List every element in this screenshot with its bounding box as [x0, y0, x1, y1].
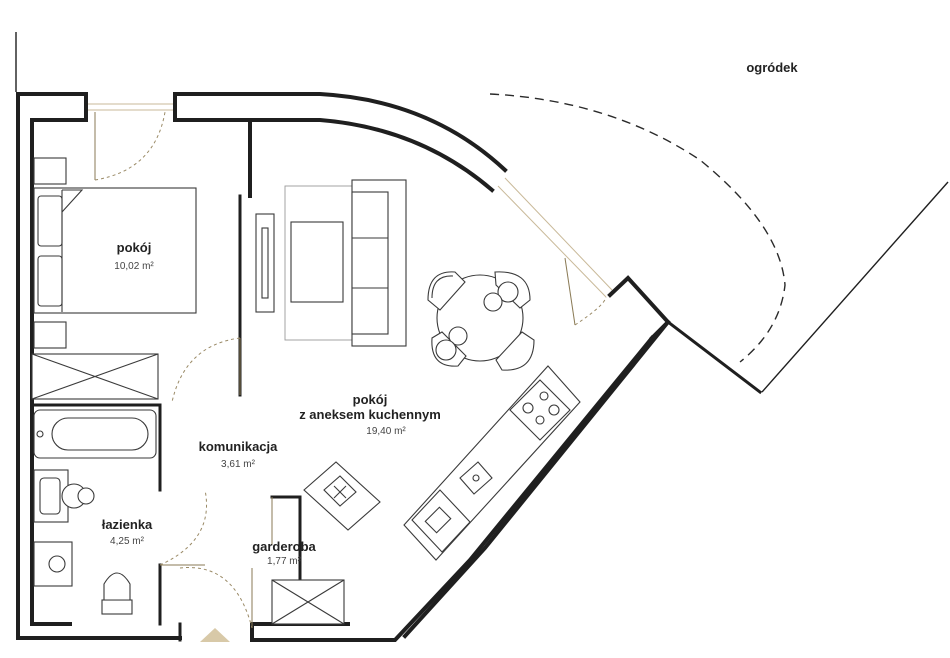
entrance-marker	[200, 628, 230, 642]
garden-boundary	[15, 32, 949, 393]
bed	[33, 187, 197, 314]
room-name-salon-line1: pokój	[353, 392, 388, 407]
room-name-pokoj: pokój	[117, 240, 152, 255]
room-name-komunikacja: komunikacja	[199, 439, 279, 454]
oven-controls	[459, 461, 493, 495]
nightstand-bottom	[33, 321, 67, 349]
tv-unit	[255, 213, 275, 313]
cooktop	[509, 379, 571, 441]
toilet	[101, 572, 133, 615]
washbasin	[33, 469, 95, 523]
room-name-salon-line2: z aneksem kuchennym	[299, 407, 441, 422]
chair	[431, 326, 468, 367]
room-area-komunikacja: 3,61 m²	[221, 459, 256, 470]
coffee-table	[290, 221, 344, 303]
label-ogrodek: ogródek	[746, 60, 798, 75]
kitchen-sink	[411, 489, 471, 553]
sofa	[351, 179, 407, 347]
room-area-pokoj: 10,02 m²	[114, 261, 154, 272]
nightstand-top	[33, 157, 67, 185]
window-top-left	[88, 103, 173, 181]
chair	[483, 271, 531, 312]
door-lazienka	[159, 489, 207, 566]
balcony-door	[497, 177, 613, 326]
chair	[495, 331, 535, 371]
room-name-lazienka: łazienka	[102, 517, 153, 532]
wardrobe-garderoba	[271, 579, 345, 625]
room-area-lazienka: 4,25 m²	[110, 536, 145, 547]
washing-machine	[33, 541, 73, 587]
room-name-garderoba: garderoba	[252, 539, 316, 554]
door-pokoj	[171, 337, 241, 403]
door-entrance	[179, 567, 253, 629]
room-area-salon: 19,40 m²	[366, 426, 406, 437]
bathtub	[33, 409, 157, 459]
fridge	[323, 475, 357, 507]
chair	[427, 271, 466, 311]
room-area-garderoba: 1,77 m²	[267, 556, 302, 567]
wardrobe-pokoj	[31, 353, 159, 400]
